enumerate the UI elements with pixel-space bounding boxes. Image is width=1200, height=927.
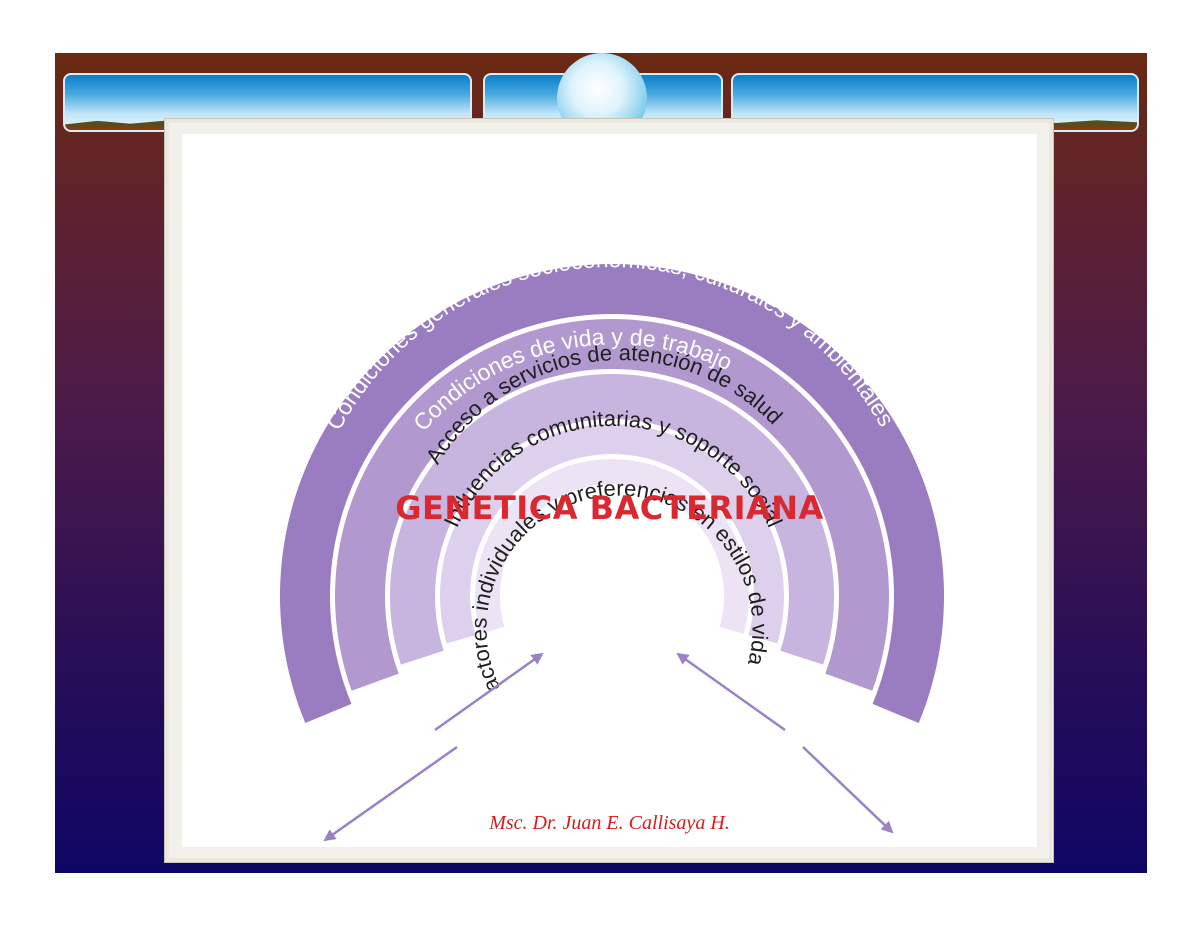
arrow-right-outward (802, 746, 894, 834)
ring-band-5 (475, 459, 750, 634)
ring-band-4 (440, 424, 784, 644)
health-determinants-diagram: Condiciones generales socioconómicas, cu… (182, 134, 944, 842)
arrow-right-inward (676, 652, 786, 732)
arrow-left-outward (323, 745, 458, 842)
arrow-left-inward (434, 652, 544, 732)
slide-background: Condiciones generales socioconómicas, cu… (55, 53, 1147, 873)
rings-group (279, 263, 944, 724)
ring-band-2 (335, 318, 889, 691)
ring-band-3 (390, 373, 834, 665)
author-credit: Msc. Dr. Juan E. Callisaya H. (489, 812, 730, 834)
content-panel: Condiciones generales socioconómicas, cu… (164, 118, 1054, 863)
diagram-area: Condiciones generales socioconómicas, cu… (182, 134, 1037, 847)
slide-title: GENETICA BACTERIANA (395, 489, 824, 527)
